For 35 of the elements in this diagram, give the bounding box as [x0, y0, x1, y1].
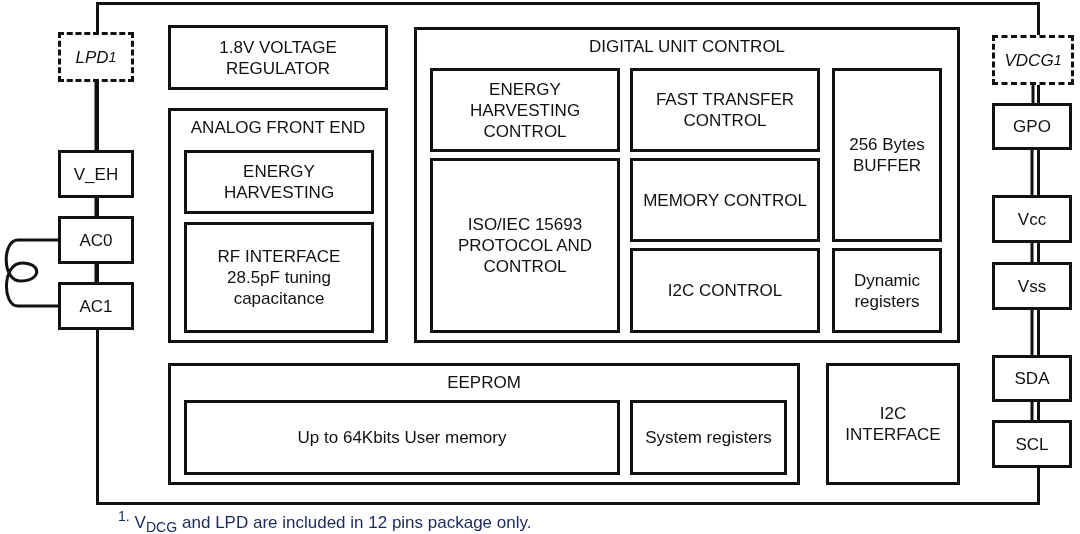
pin-box: Vss	[992, 262, 1072, 310]
group-box	[168, 363, 800, 485]
block-box: I2C INTERFACE	[826, 363, 960, 485]
pin-box: V_EH	[58, 150, 134, 198]
connector-line	[1030, 310, 1034, 355]
pin-box: AC0	[58, 216, 134, 264]
connector-line	[1031, 85, 1035, 103]
block-box: 1.8V VOLTAGE REGULATOR	[168, 25, 388, 90]
pin-box: Vcc	[992, 195, 1072, 243]
block-box: RF INTERFACE 28.5pF tuning capacitance	[184, 222, 374, 333]
connector-line	[1030, 150, 1034, 195]
antenna-coil	[4, 238, 58, 308]
block-box: ISO/IEC 15693 PROTOCOL AND CONTROL	[430, 158, 620, 333]
block-title: ANALOG FRONT END	[189, 117, 367, 138]
footnote: $^{1.}$ V$_{DCG}$ and LPD are included in 12 pins package only.	[118, 508, 532, 534]
group-box	[414, 27, 960, 343]
block-box: FAST TRANSFER CONTROL	[630, 68, 820, 152]
block-title: DIGITAL UNIT CONTROL	[587, 36, 787, 57]
connector-line	[1030, 243, 1034, 262]
pin-box: GPO	[992, 103, 1072, 150]
pin-box: AC1	[58, 282, 134, 330]
connector-line	[1030, 402, 1034, 420]
block-box: System registers	[630, 400, 787, 475]
block-box: Up to 64Kbits User memory	[184, 400, 620, 475]
block-box: 256 Bytes BUFFER	[832, 68, 942, 242]
block-title: EEPROM	[446, 372, 522, 393]
connector-line	[94, 82, 98, 150]
pin-box: SCL	[992, 420, 1072, 468]
group-box	[168, 108, 388, 343]
block-box: I2C CONTROL	[630, 248, 820, 333]
pin-box: SDA	[992, 355, 1072, 402]
block-box: ENERGY HARVESTING	[184, 150, 374, 214]
block-box: MEMORY CONTROL	[630, 158, 820, 242]
block-box: ENERGY HARVESTING CONTROL	[430, 68, 620, 152]
block-box: Dynamic registers	[832, 248, 942, 333]
